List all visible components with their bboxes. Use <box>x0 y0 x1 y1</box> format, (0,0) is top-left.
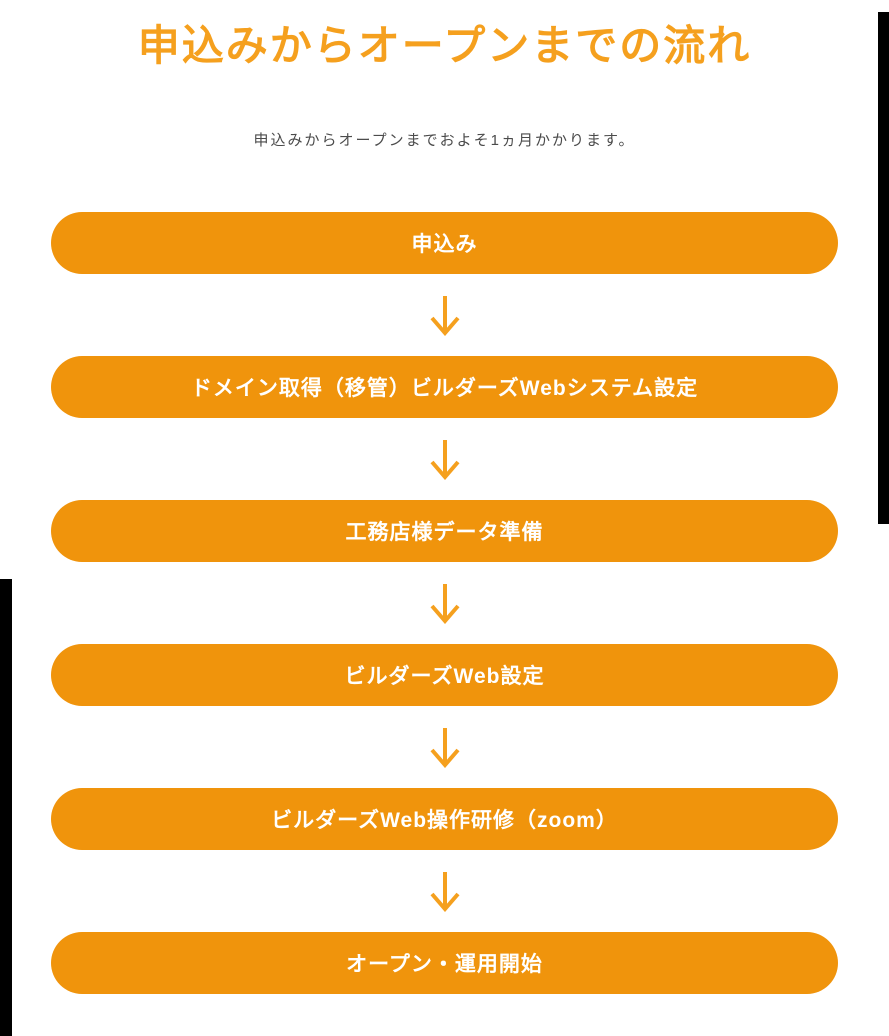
flow-step-builders-web-setup: ビルダーズWeb設定 <box>51 644 838 706</box>
page-subtitle: 申込みからオープンまでおよそ1ヵ月かかります。 <box>253 132 636 149</box>
flow-step-data-preparation: 工務店様データ準備 <box>51 500 838 562</box>
page-title: 申込みからオープンまでの流れ <box>137 22 752 69</box>
down-arrow-icon <box>429 872 460 912</box>
flow-step-open-operation: オープン・運用開始 <box>51 932 838 994</box>
flow-step-domain-setup: ドメイン取得（移管）ビルダーズWebシステム設定 <box>51 356 838 418</box>
flow-arrow-3 <box>51 562 838 644</box>
letterbox-bar-right <box>878 12 889 524</box>
down-arrow-icon <box>429 728 460 768</box>
down-arrow-icon <box>429 584 460 624</box>
flow-diagram: 申込み ドメイン取得（移管）ビルダーズWebシステム設定 工務店様データ準備 ビ… <box>51 212 838 994</box>
flow-step-training: ビルダーズWeb操作研修（zoom） <box>51 788 838 850</box>
letterbox-bar-left <box>0 579 12 1036</box>
flow-step-application: 申込み <box>51 212 838 274</box>
down-arrow-icon <box>429 440 460 480</box>
flow-arrow-2 <box>51 418 838 500</box>
down-arrow-icon <box>429 296 460 336</box>
flow-arrow-4 <box>51 706 838 788</box>
flow-arrow-5 <box>51 850 838 932</box>
flow-arrow-1 <box>51 274 838 356</box>
